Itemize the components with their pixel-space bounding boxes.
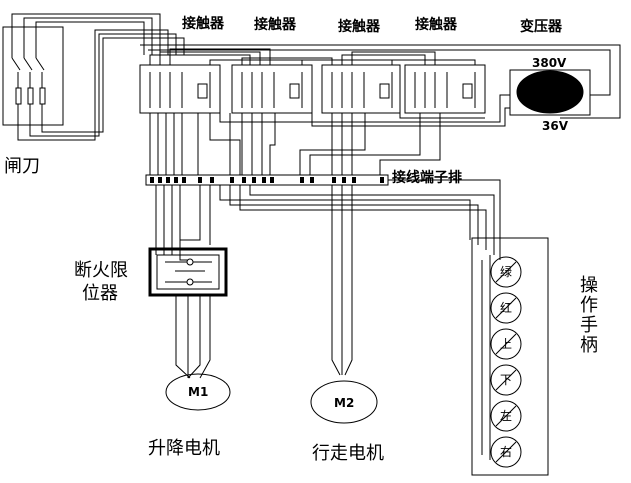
control-wiring [149,94,510,175]
limit-switch [148,247,228,297]
handle-button-up-label: 上 [500,337,513,351]
handle-label: 操作手柄 [577,275,598,355]
terminal-block-label: 接线端子排 [392,170,462,186]
handle-button-green-label: 绿 [500,265,513,279]
knife-switch-label: 闸刀 [4,156,40,177]
handle-button-up-contact [495,333,517,355]
contactor-4 [404,64,486,114]
contactor-bus [149,48,476,65]
handle-button-green-circle [490,256,522,288]
contactor-2-label: 接触器 [254,17,296,33]
transformer-label: 变压器 [520,19,562,35]
handle-button-circles [490,256,522,468]
motor-m1-caption: 升降电机 [148,438,220,459]
voltage-36-label: 36V [542,119,568,133]
contactor-3-label: 接触器 [338,19,380,35]
handle-button-right-contact [495,441,517,463]
handle-box [471,237,549,476]
handle-button-green-contact [495,261,517,283]
contactor-3 [321,64,401,114]
knife-switch [2,26,64,126]
motor-m1-label: M1 [188,385,209,399]
m2-wiring [331,185,353,376]
contactor-2 [231,64,313,114]
motor-m2-caption: 行走电机 [312,443,384,464]
contactor-4-label: 接触器 [415,17,457,33]
voltage-380-label: 380V [532,56,567,70]
handle-button-down-contact [495,369,517,391]
terminal-block [145,174,389,186]
handle-button-red-label: 红 [500,301,513,315]
handle-button-left-contact [495,405,517,427]
handle-button-left-circle [490,400,522,432]
contactor-1 [139,64,221,114]
handle-button-down-circle [490,364,522,396]
motor-m2 [310,380,378,424]
handle-button-left-label: 左 [500,409,513,423]
handle-button-right-label: 右 [500,445,513,459]
motor-m2-label: M2 [334,396,355,410]
motor-m1 [165,373,231,411]
handle-button-up-circle [490,328,522,360]
transformer [509,69,591,116]
supply-wires [11,13,621,141]
m1-wiring [175,295,211,379]
contactor-1-label: 接触器 [182,16,224,32]
handle-wiring [219,179,501,260]
handle-button-right-circle [490,436,522,468]
handle-button-red-contact [495,297,517,319]
limit-switch-label-1: 断火限 [74,260,128,281]
handle-button-red-circle [490,292,522,324]
handle-button-down-label: 下 [500,373,513,387]
limit-switch-label-2: 位器 [82,283,118,304]
